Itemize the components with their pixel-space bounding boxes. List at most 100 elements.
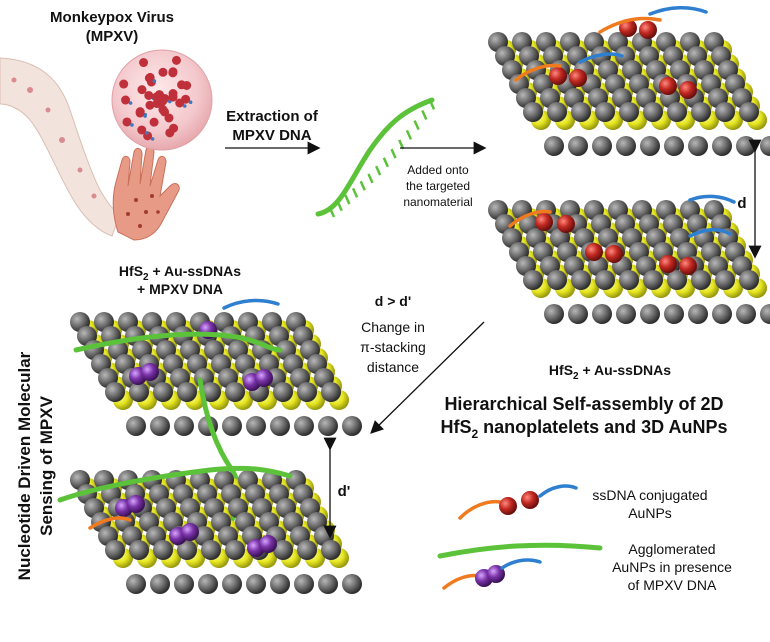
hafnium-atom [126,574,146,594]
dna-base-tick [384,158,388,167]
virus-icon [112,50,212,150]
hafnium-atom [126,416,146,436]
hafnium-atom [544,136,564,156]
virus-spike [172,56,181,65]
hafnium-atom [736,304,756,324]
virus-spike [156,99,165,108]
hafnium-atom [547,270,567,290]
hafnium-atom [691,102,711,122]
hafnium-atom [523,102,543,122]
hafnium-atom [270,416,290,436]
gold-nanoparticle [499,497,517,515]
hafnium-atom [174,416,194,436]
gold-nanoparticle [679,81,697,99]
virus-dot [183,104,187,108]
hafnium-atom [294,574,314,594]
virus-dot [130,123,134,127]
step2-label-line2: the targeted [406,179,470,193]
legend-item2-line2: AuNPs in presence [612,559,732,575]
hafnium-atom [739,102,759,122]
hafnium-atom [174,574,194,594]
virus-spike [164,113,173,122]
side-title-line1: Nucleotide Driven Molecular [15,351,34,580]
hafnium-atom [643,270,663,290]
hafnium-atom [592,136,612,156]
hafnium-atom [595,102,615,122]
step1-label-line1: Extraction of [226,108,319,125]
hafnium-atom [715,270,735,290]
hafnium-atom [153,382,173,402]
virus-spike [182,81,191,90]
gold-nanoparticle [679,257,697,275]
agglomerated-nanoparticle [255,369,273,387]
hafnium-atom [342,574,362,594]
hierarchy-title-line2: HfS2 nanoplatelets and 3D AuNPs [440,417,727,441]
agglomerated-nanoparticle [127,495,145,513]
virus-spike [122,117,131,126]
left-stack-caption-line1: HfS2 + Au-ssDNAs [119,263,241,283]
hafnium-atom [712,136,732,156]
dna-base-tick [368,174,372,183]
compare-label-line2: Change in [361,319,425,335]
virus-dot [189,100,193,104]
virus-spike [145,74,154,83]
hafnium-atom [595,270,615,290]
hafnium-atom [225,382,245,402]
gold-nanoparticle [535,213,553,231]
virus-title: Monkeypox Virus [50,9,174,26]
virus-spike [168,68,177,77]
virus-subtitle: (MPXV) [86,28,139,45]
hafnium-atom [225,540,245,560]
hafnium-atom [150,574,170,594]
hafnium-atom [222,574,242,594]
step2-label-line1: Added onto [407,163,469,177]
dna-base-tick [345,195,349,204]
hafnium-atom [664,136,684,156]
virus-spike [119,80,128,89]
hafnium-atom [153,540,173,560]
virus-spike [136,109,145,118]
hierarchy-title-line1: Hierarchical Self-assembly of 2D [444,394,723,414]
virus-spike [169,93,178,102]
hafnium-atom [712,304,732,324]
virus-spike [137,125,146,134]
virus-spike [150,118,159,127]
nanoplatelet [488,8,770,156]
hafnium-atom [640,304,660,324]
spacing-d-prime-label: d' [338,483,351,500]
dna-base-tick [407,130,411,139]
dna-strand [444,576,480,589]
hafnium-atom [198,574,218,594]
hafnium-atom [177,382,197,402]
dna-strand [540,486,576,496]
hafnium-atom [688,304,708,324]
virus-dot [145,131,149,135]
legend-item1-line2: AuNPs [628,505,672,521]
dna-strand [224,301,278,308]
virus-spike [121,96,130,105]
legend-item-ssdna-aunps: ssDNA conjugated AuNPs [460,486,708,521]
hafnium-atom [318,574,338,594]
hafnium-atom [619,270,639,290]
hafnium-atom [592,304,612,324]
hafnium-atom [664,304,684,324]
hafnium-atom [105,540,125,560]
gold-nanoparticle [605,245,623,263]
left-stack-caption-line2: + MPXV DNA [137,281,223,297]
hafnium-atom [222,416,242,436]
dna-base-tick [338,202,342,211]
hafnium-atom [691,270,711,290]
dna-base-tick [376,166,380,175]
virus-spike [139,58,148,67]
legend-item-agglomerated: Agglomerated AuNPs in presence of MPXV D… [440,541,732,593]
hafnium-atom [294,416,314,436]
hafnium-atom [129,382,149,402]
side-title-line2: Sensing of MPXV [37,395,56,535]
dna-base-tick [353,188,357,197]
agglomerated-nanoparticle [259,535,277,553]
dna-strand [460,502,500,518]
hand-icon [113,146,179,240]
nanoplatelet [488,196,770,324]
hafnium-atom [616,304,636,324]
